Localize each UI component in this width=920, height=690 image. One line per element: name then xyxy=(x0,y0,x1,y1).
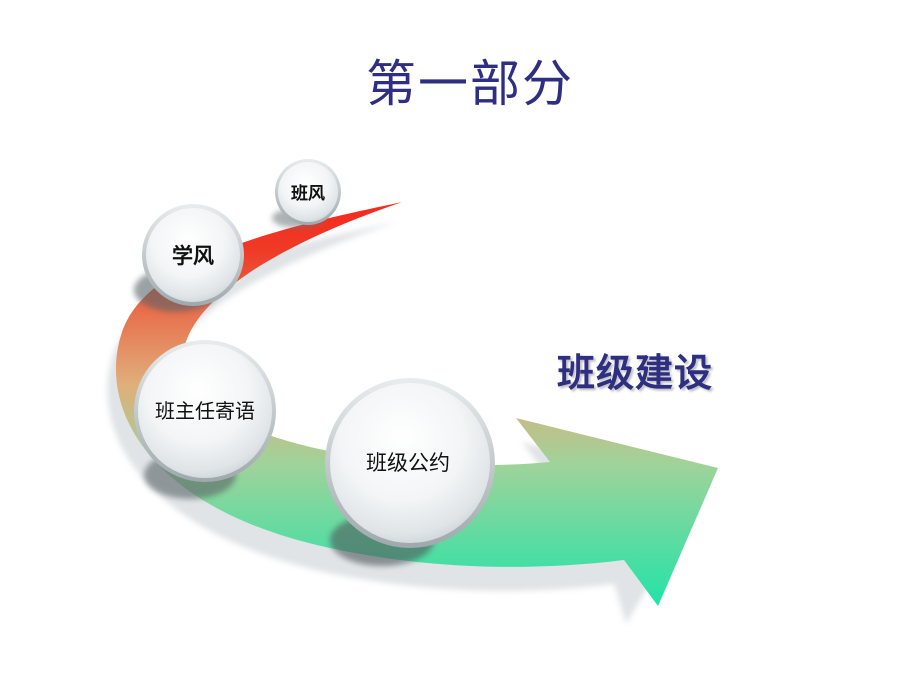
node-gongyue-label: 班级公约 xyxy=(366,451,450,475)
node-gongyue-body xyxy=(330,383,490,543)
node-gongyue[interactable]: 班级公约 xyxy=(325,378,495,566)
section-subtitle: 班级建设 xyxy=(557,350,714,395)
node-xuefeng[interactable]: 学风 xyxy=(134,204,244,312)
curved-arrow xyxy=(115,202,718,606)
node-banfeng-label: 班风 xyxy=(291,184,325,204)
node-banzhuren[interactable]: 班主任寄语 xyxy=(134,340,276,499)
node-banzhuren-body xyxy=(138,344,272,478)
node-xuefeng-body xyxy=(146,208,240,302)
node-xuefeng-label: 学风 xyxy=(172,244,214,268)
slide-title: 第一部分 xyxy=(366,55,574,113)
node-banfeng[interactable]: 班风 xyxy=(272,159,341,228)
node-banfeng-body xyxy=(278,162,338,222)
node-banzhuren-label: 班主任寄语 xyxy=(155,399,255,423)
